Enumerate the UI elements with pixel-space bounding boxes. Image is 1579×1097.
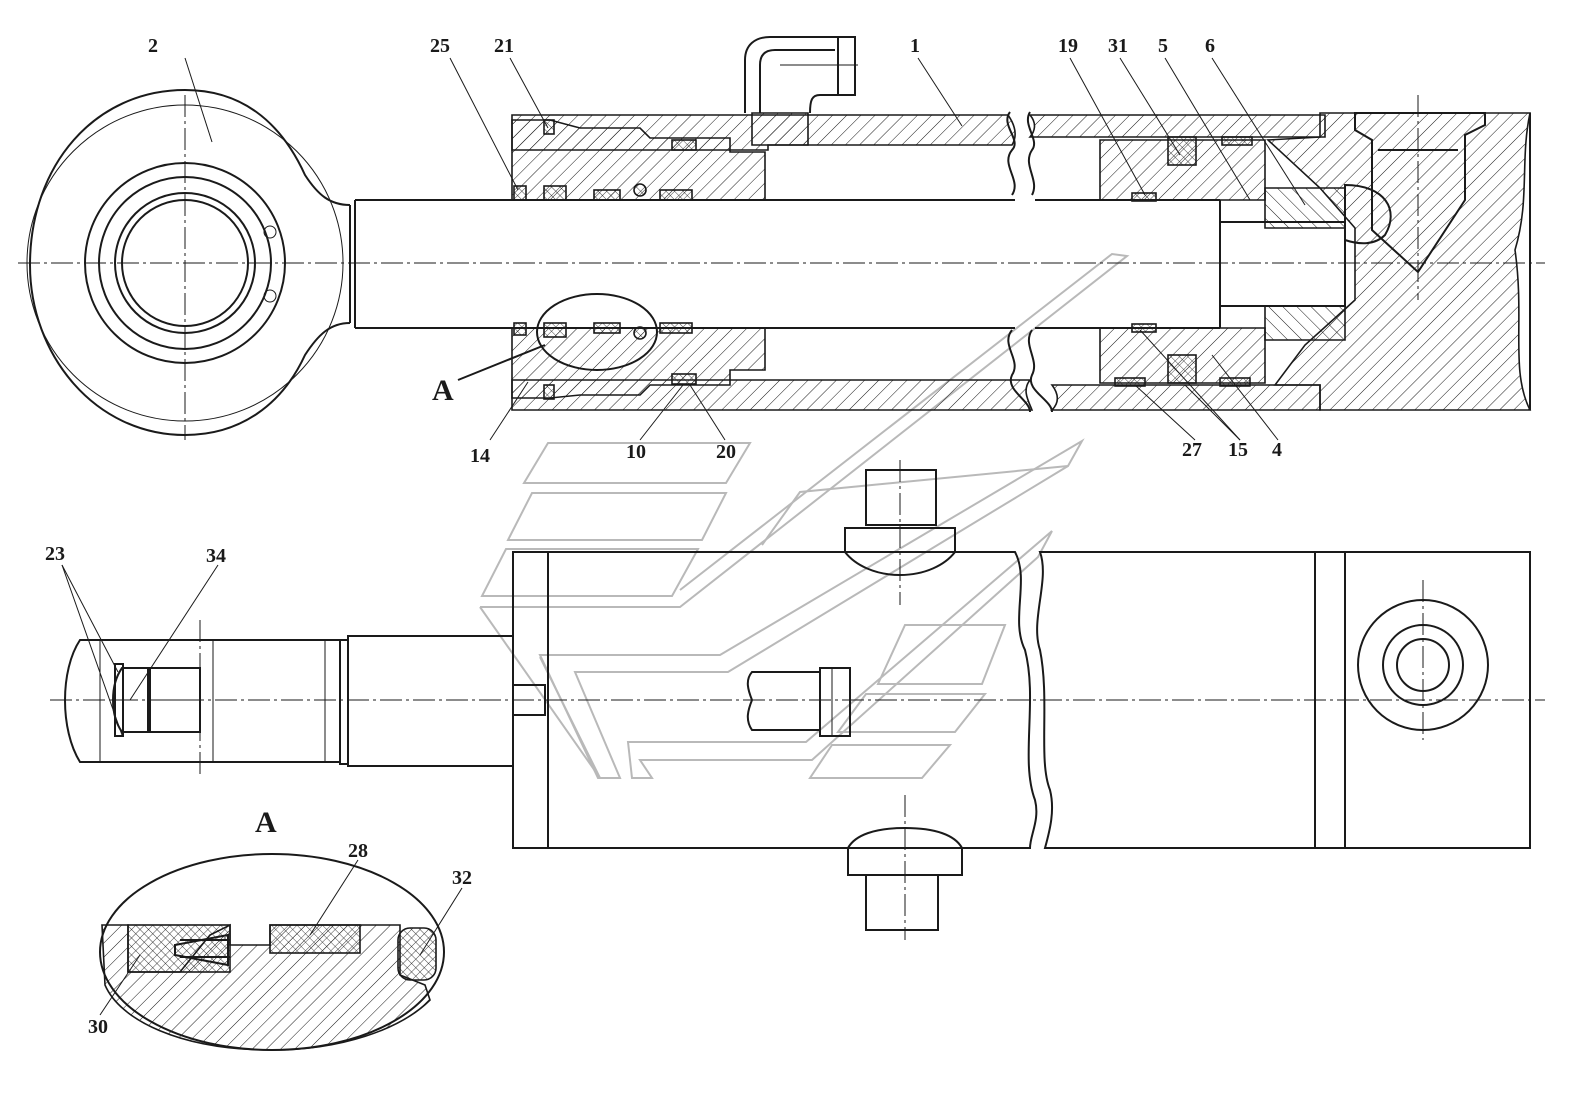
callout-10: 10 [626, 441, 646, 463]
callout-15: 15 [1228, 439, 1248, 461]
gland [511, 119, 766, 400]
watermark-logo [479, 252, 1130, 779]
detail-a-leader [457, 344, 546, 381]
section-view [18, 36, 1545, 440]
callout-31: 31 [1108, 35, 1128, 57]
detail-a-view [99, 853, 445, 1051]
callout-21: 21 [494, 35, 514, 57]
piston-rod [349, 199, 1346, 329]
rod-eye [26, 88, 351, 437]
callout-6: 6 [1205, 35, 1215, 57]
callout-1: 1 [910, 35, 920, 57]
callout-4: 4 [1272, 439, 1282, 461]
leader-lines [61, 57, 1306, 1016]
exterior-view [50, 460, 1545, 940]
callout-32: 32 [452, 867, 472, 889]
callout-28: 28 [348, 840, 368, 862]
callout-25: 25 [430, 35, 450, 57]
callout-labels: 2 25 21 1 19 31 5 6 14 10 20 27 15 4 23 … [45, 35, 1282, 1038]
callout-27: 27 [1182, 439, 1202, 461]
callout-34: 34 [206, 545, 226, 567]
detail-a-marker [536, 293, 658, 371]
callout-2: 2 [148, 35, 158, 57]
callout-5: 5 [1158, 35, 1168, 57]
callout-30: 30 [88, 1016, 108, 1038]
callout-23: 23 [45, 543, 65, 565]
end-cap [1266, 95, 1532, 411]
detail-a-label: A [432, 374, 454, 407]
callout-19: 19 [1058, 35, 1078, 57]
callout-14: 14 [470, 445, 490, 467]
detail-a-title: A [255, 806, 277, 839]
callout-20: 20 [716, 441, 736, 463]
